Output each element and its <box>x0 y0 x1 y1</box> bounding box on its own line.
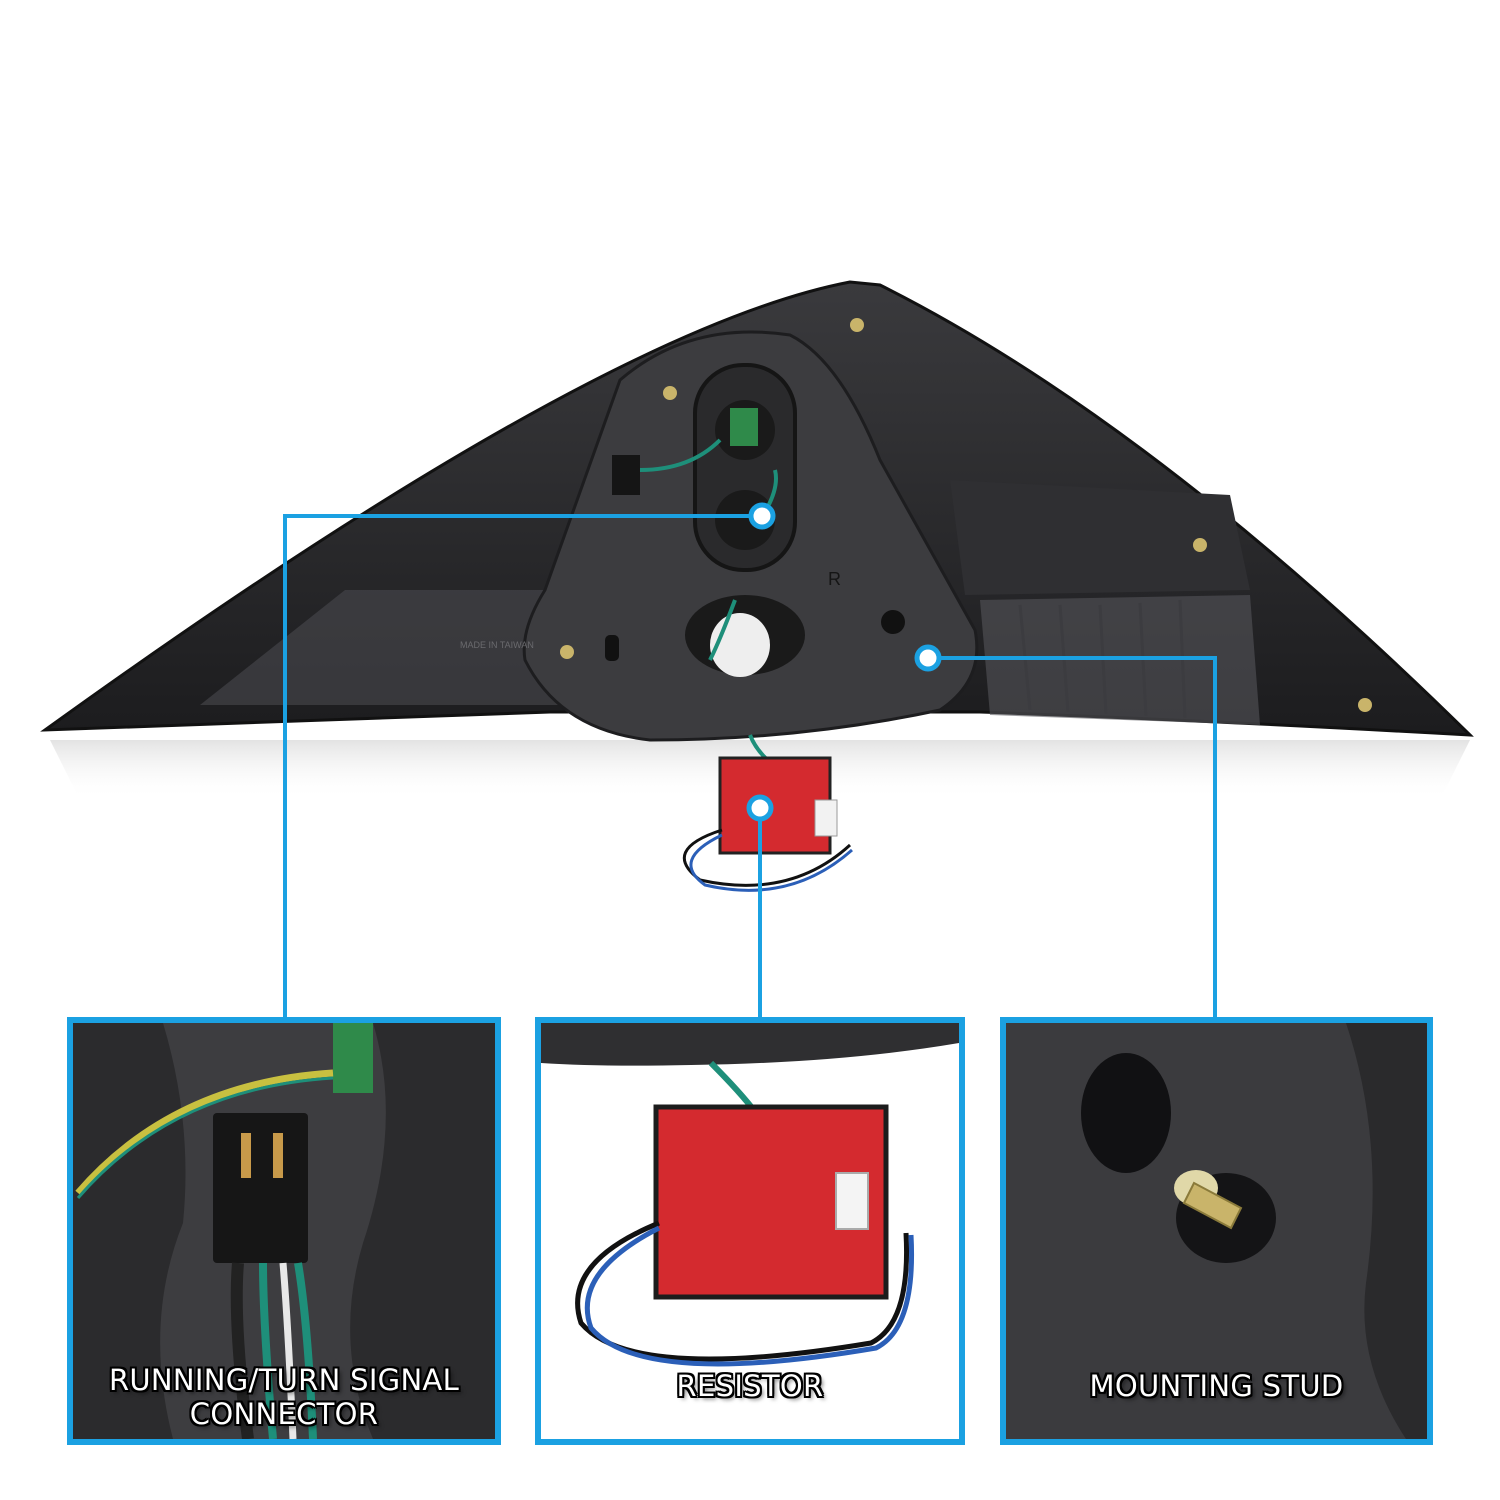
connector-leader-line <box>283 514 762 1020</box>
connector-caption-line-1: RUNNING/TURN SIGNAL <box>108 1363 460 1397</box>
resistor-closeup-illustration <box>541 1023 959 1439</box>
connector-marker <box>748 502 776 530</box>
stud-closeup-illustration <box>1006 1023 1427 1439</box>
mounting-stud-caption: MOUNTING STUD <box>1006 1369 1427 1403</box>
connector-closeup-illustration <box>73 1023 495 1439</box>
resistor-block <box>718 756 832 855</box>
callout-leader-lines <box>283 502 1217 1020</box>
origin-marking: MADE IN TAIWAN <box>460 640 534 650</box>
connector-detail-panel: RUNNING/TURN SIGNAL CONNECTOR <box>67 1017 501 1445</box>
mounting-stud-caption-line-1: MOUNTING STUD <box>1089 1369 1344 1403</box>
resistor-detail-panel: RESISTOR <box>535 1017 965 1445</box>
side-marking: R <box>828 569 841 589</box>
resistor-marker <box>746 794 774 822</box>
mounting-stud-detail-panel: MOUNTING STUD <box>1000 1017 1433 1445</box>
resistor-caption: RESISTOR <box>541 1369 959 1403</box>
stud-leader-line <box>928 656 1217 1020</box>
connector-caption: RUNNING/TURN SIGNAL CONNECTOR <box>73 1363 495 1431</box>
connector-caption-line-2: CONNECTOR <box>189 1397 379 1431</box>
resistor-caption-line-1: RESISTOR <box>676 1369 824 1403</box>
stud-marker <box>914 644 942 672</box>
